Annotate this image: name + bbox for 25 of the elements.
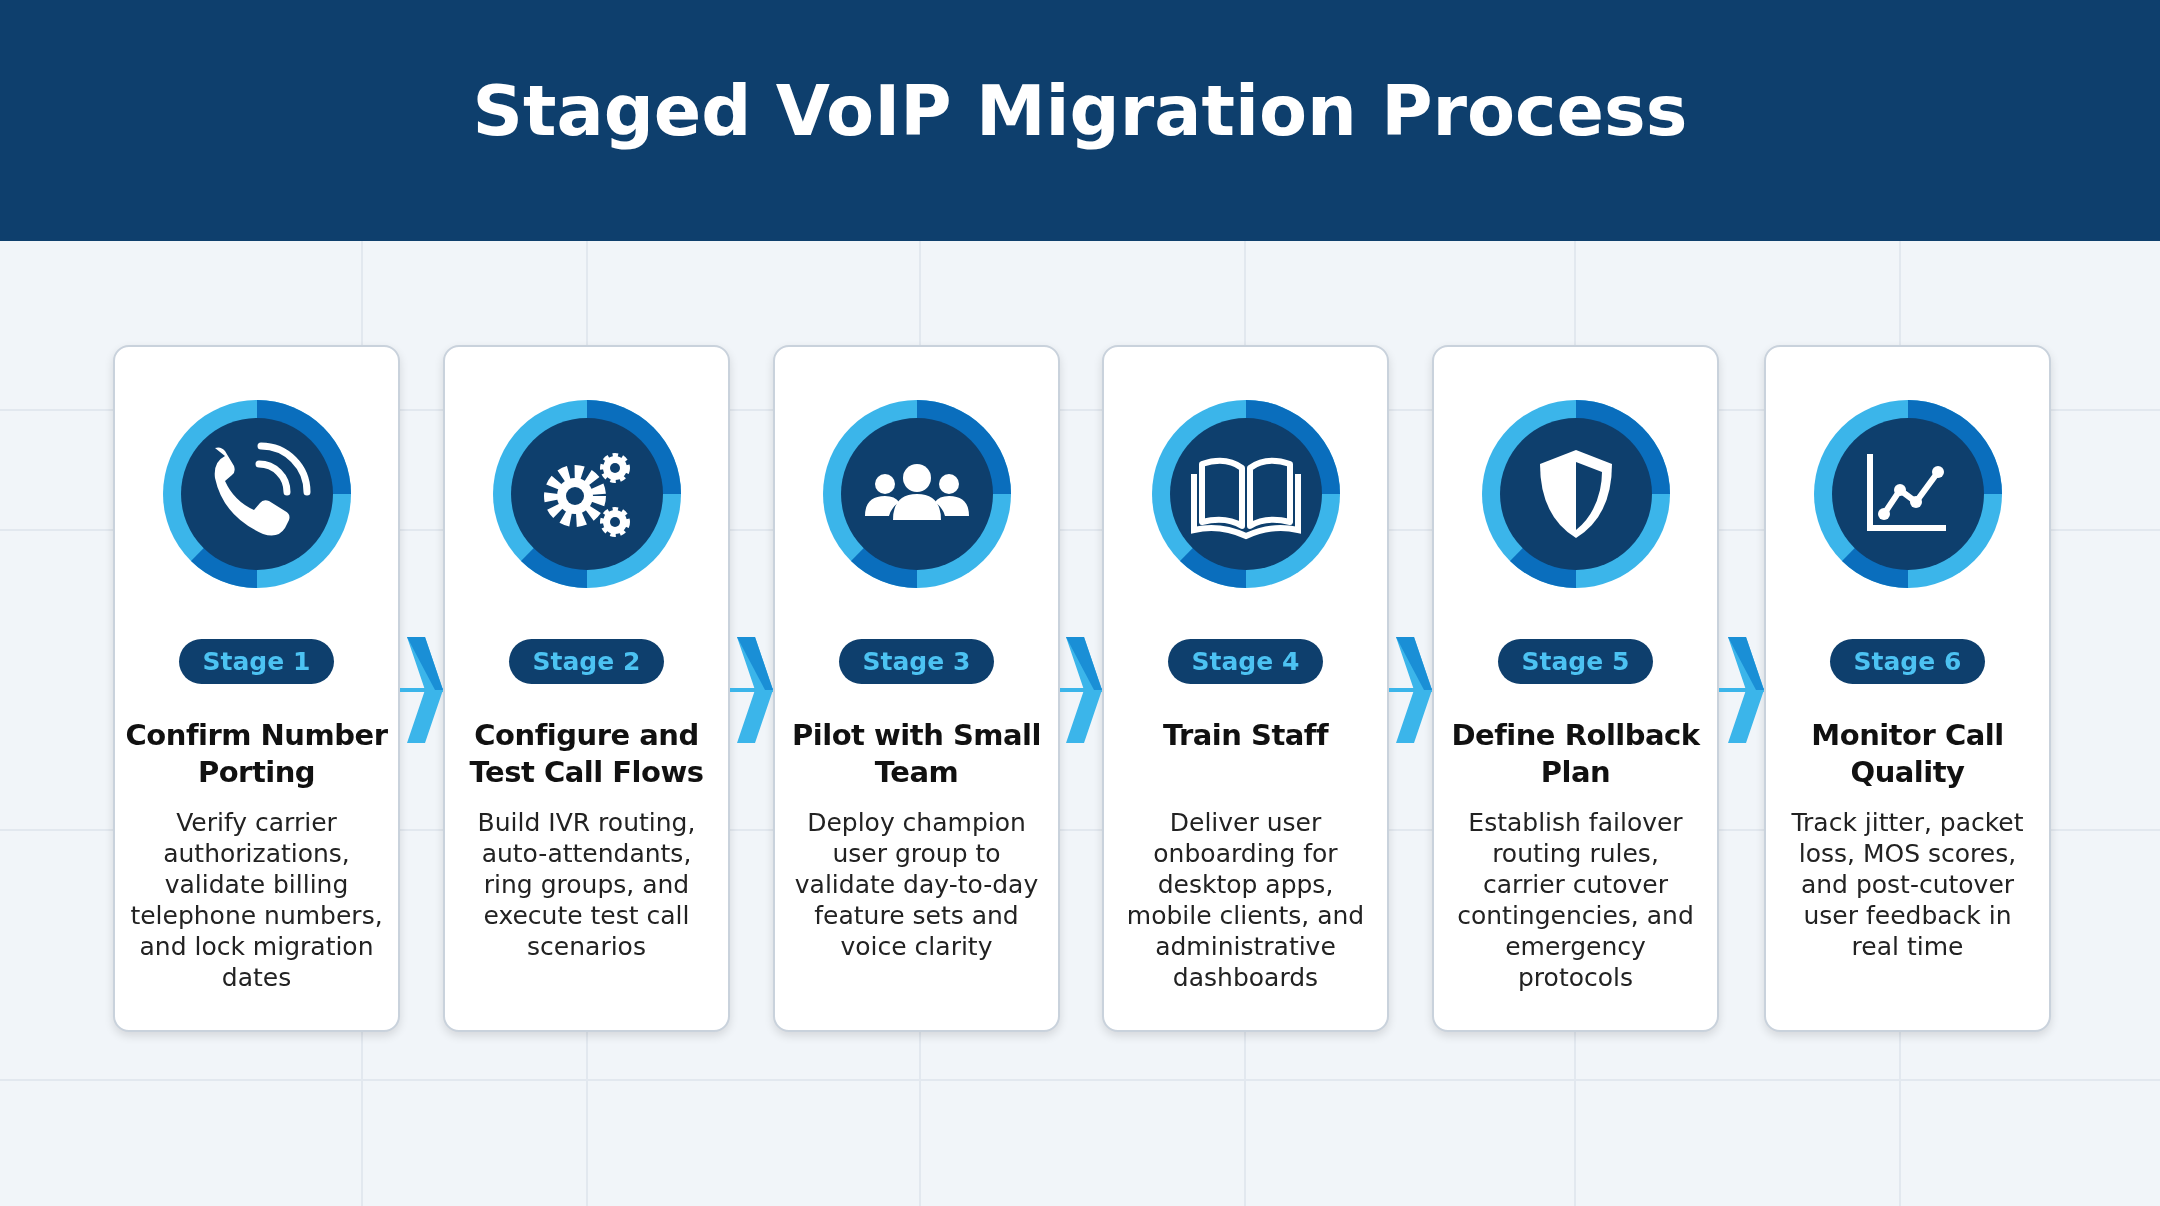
stage-badge: Stage 1 xyxy=(178,639,335,684)
card-description: Build IVR routing, auto-attendants, ring groups, and execute test call scenarios xyxy=(476,807,697,962)
stage-card xyxy=(1432,345,1719,1032)
stage-card xyxy=(1764,345,2051,1032)
stage-card xyxy=(113,345,400,1032)
card-heading: Define Rollback Plan xyxy=(1450,717,1702,791)
stage-badge: Stage 5 xyxy=(1497,639,1654,684)
title: Staged VoIP Migration Process xyxy=(471,70,1689,152)
stage-badge: Stage 4 xyxy=(1167,639,1324,684)
stage-badge: Stage 6 xyxy=(1829,639,1986,684)
card-heading: Configure and Test Call Flows xyxy=(468,717,705,791)
card-description: Deliver user onboarding for desktop apps, mobile clients, and administrative dashboards xyxy=(1125,807,1366,993)
stage-badge: Stage 3 xyxy=(838,639,995,684)
card-heading: Confirm Number Porting xyxy=(124,717,389,791)
card-heading: Pilot with Small Team xyxy=(791,717,1042,791)
card-description: Establish failover routing rules, carrier cutover contingencies, and emergency protocols xyxy=(1456,807,1695,993)
card-description: Track jitter, packet loss, MOS scores, and post-cutover user feedback in real time xyxy=(1790,807,2025,962)
card-heading: Train Staff xyxy=(1161,717,1330,754)
stage-badge: Stage 2 xyxy=(508,639,665,684)
stage-card xyxy=(443,345,730,1032)
card-heading: Monitor Call Quality xyxy=(1810,717,2005,791)
card-description: Deploy champion user group to validate day-to-day feature sets and voice clarity xyxy=(793,807,1040,962)
stage-card xyxy=(1102,345,1389,1032)
card-description: Verify carrier authorizations, validate billing telephone numbers, and lock migration dates xyxy=(129,807,384,993)
stage-card xyxy=(773,345,1060,1032)
